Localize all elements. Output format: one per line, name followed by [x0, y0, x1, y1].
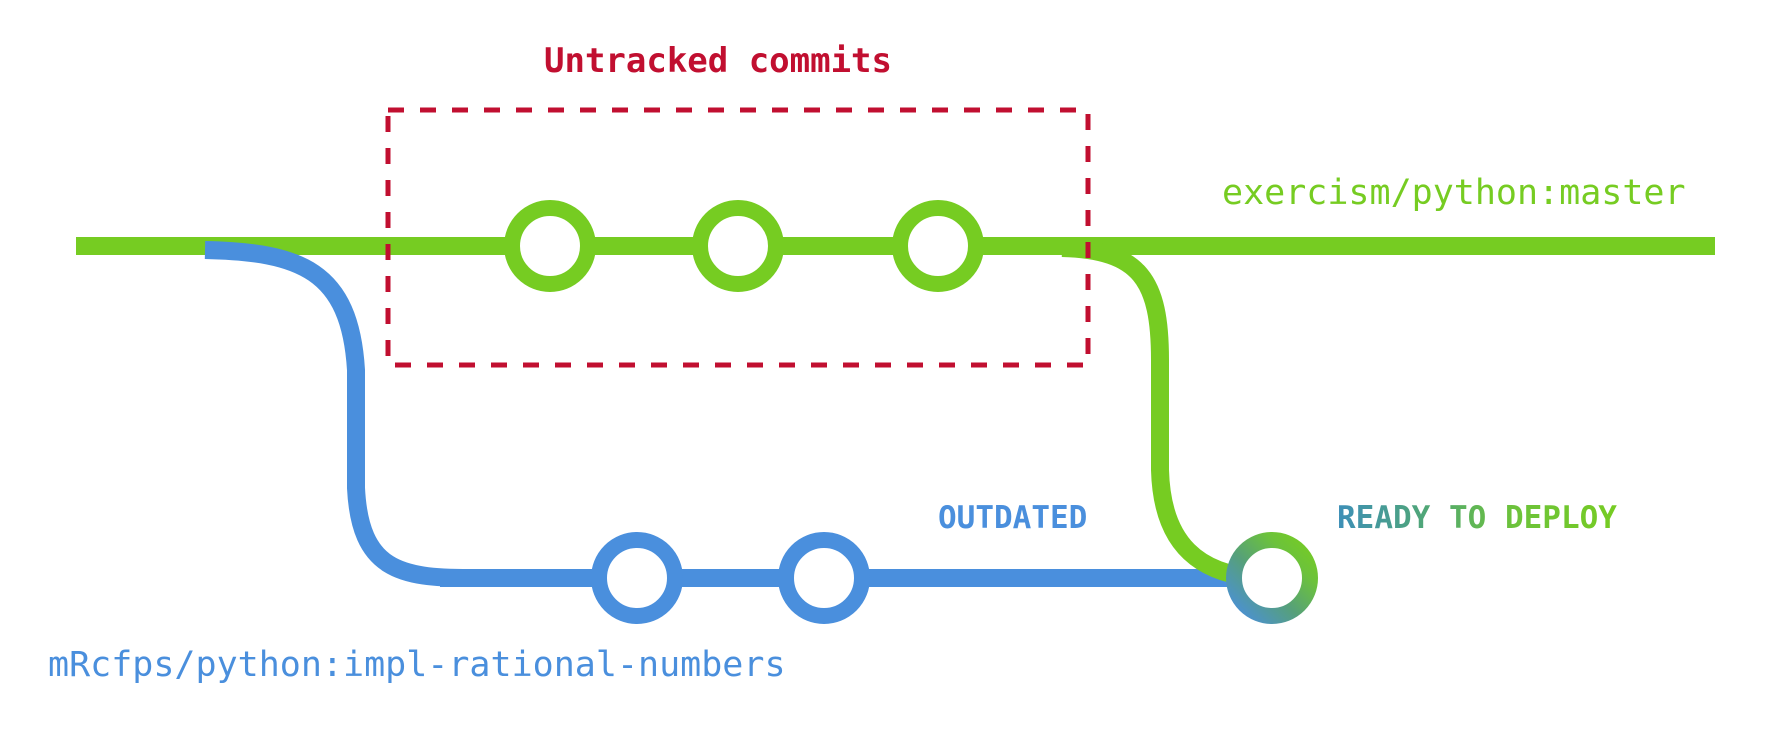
merge-commit-node[interactable] — [1226, 532, 1318, 624]
commit-node[interactable] — [892, 200, 984, 292]
commit-node[interactable] — [778, 532, 870, 624]
untracked-commits-label: Untracked commits — [544, 41, 892, 81]
master-commit-nodes — [504, 200, 984, 292]
merge-curve-master-to-branch — [1061, 239, 1259, 587]
merge-commit-node-group — [1226, 532, 1318, 624]
master-branch-label: exercism/python:master — [1222, 173, 1686, 213]
commit-node[interactable] — [591, 532, 683, 624]
commit-node[interactable] — [692, 200, 784, 292]
commit-node[interactable] — [504, 200, 596, 292]
feature-branch-fork-curve — [204, 241, 471, 587]
ready-to-deploy-status-label: READY TO DEPLOY — [1337, 500, 1617, 536]
feature-branch-label: mRcfps/python:impl-rational-numbers — [48, 645, 786, 685]
feature-commit-nodes — [591, 532, 870, 624]
outdated-status-label: OUTDATED — [938, 500, 1088, 536]
